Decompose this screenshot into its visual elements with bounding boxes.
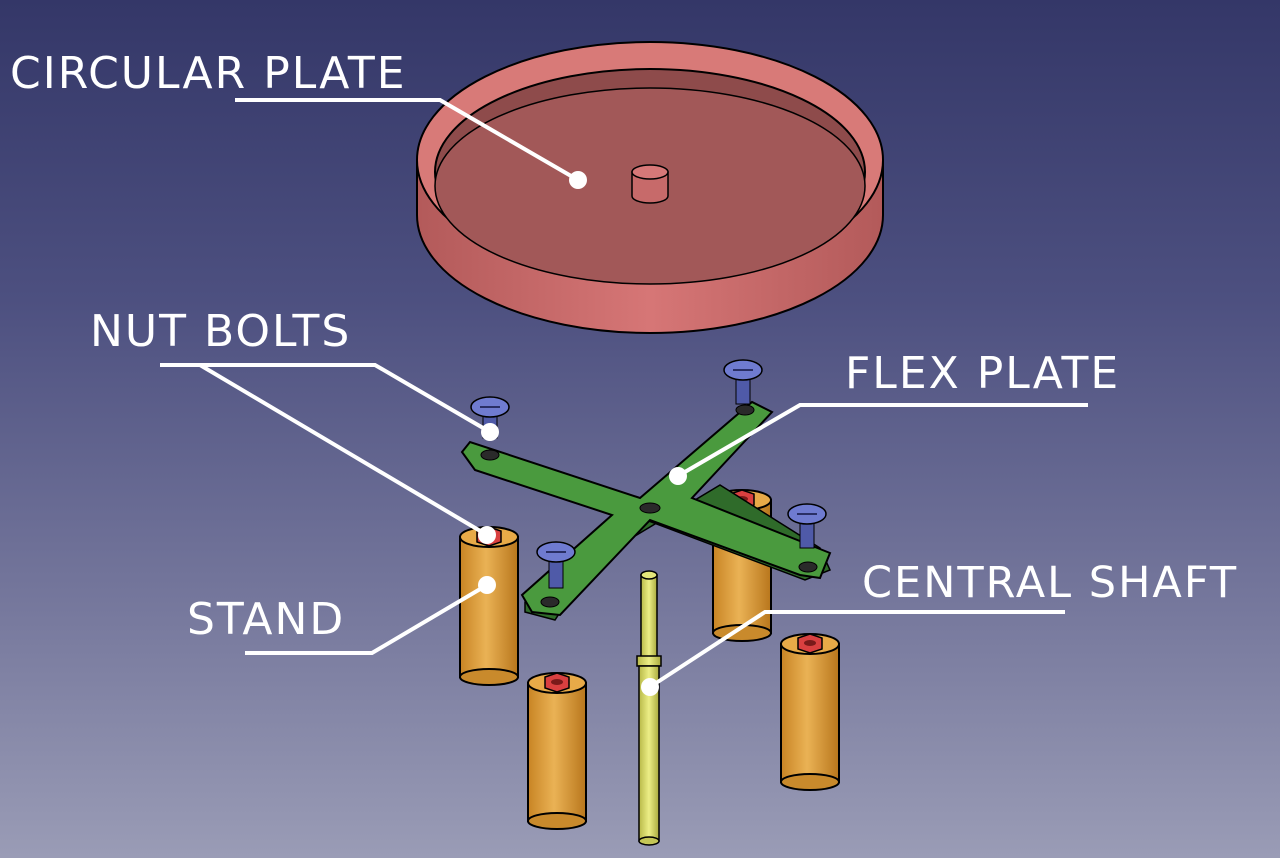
label-stand: STAND — [187, 594, 346, 645]
bolt-4 — [536, 541, 576, 589]
stand-front — [527, 672, 587, 830]
label-circular-plate: CIRCULAR PLATE — [10, 48, 407, 99]
label-nut-bolts: NUT BOLTS — [90, 306, 352, 357]
callout-circular-plate — [235, 98, 587, 189]
label-flex-plate: FLEX PLATE — [845, 348, 1121, 399]
bolt-2 — [723, 359, 763, 405]
callout-nut-bolts — [160, 363, 499, 544]
callout-flex-plate — [669, 403, 1088, 485]
callout-stand — [245, 576, 496, 655]
stand-left — [459, 526, 519, 686]
circular-plate — [416, 41, 884, 334]
bolt-3 — [787, 503, 827, 549]
label-central-shaft: CENTRAL SHAFT — [862, 558, 1239, 608]
callout-central-shaft — [641, 610, 1065, 696]
stand-right — [780, 633, 840, 791]
central-shaft — [636, 570, 662, 846]
